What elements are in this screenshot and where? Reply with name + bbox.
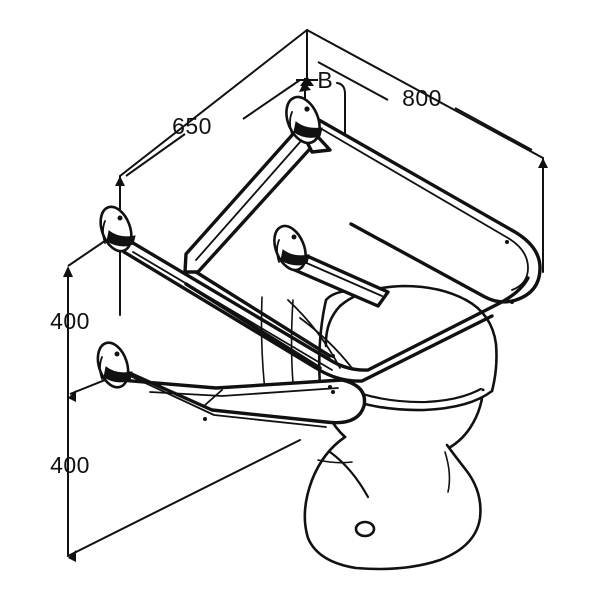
wall-left-top-edge <box>119 29 308 177</box>
lower-rail-highlight-upper <box>125 373 327 428</box>
rail-joint-mark-1 <box>505 240 509 244</box>
lower-rail-highlight-lower <box>149 387 339 397</box>
dim-800-leader-left <box>317 61 389 101</box>
flange-top-corner <box>285 95 323 145</box>
upper-rail-left-leg-highlight <box>195 132 309 261</box>
toilet-bowl-outline <box>324 284 498 393</box>
inner-loop-curve <box>287 299 341 369</box>
flange-middle <box>273 224 310 272</box>
toilet-base-crease-right <box>444 451 451 493</box>
flange-middle-shadow <box>280 249 310 266</box>
lower-rail-bend <box>204 389 223 406</box>
inner-loop-rails <box>184 270 353 370</box>
rail-joint-mark-3 <box>331 390 335 394</box>
dim-400-lower-arrow-bottom <box>68 550 76 562</box>
dim-650-arrow-left <box>115 176 125 186</box>
reference-callout-b: B <box>296 67 346 149</box>
flange-top-corner-neck <box>289 111 293 135</box>
toilet-base-shadow <box>317 459 353 464</box>
dim-800-label: 800 <box>402 85 442 111</box>
flange-upper-left <box>99 205 136 253</box>
dimension-vertical-chain: 400 400 <box>50 231 121 562</box>
ref-b-leader <box>336 82 346 149</box>
toilet-fixing-hole <box>354 520 376 538</box>
dim-400-upper-label: 400 <box>50 308 90 334</box>
dim-650-leader-right <box>242 79 301 120</box>
dim-800-leader-right <box>454 107 533 151</box>
toilet-base-crease-left <box>328 450 370 499</box>
flange-top-corner-screw <box>304 106 310 112</box>
middle-rail-branch-highlight <box>301 260 383 297</box>
wall-right-top-edge <box>306 29 544 159</box>
rail-joint-mark-2 <box>510 300 514 304</box>
inner-loop-lower <box>184 282 322 370</box>
upper-grab-rail <box>183 114 542 304</box>
inner-loop-upper <box>194 270 332 358</box>
rail-joint-mark-4 <box>203 417 207 421</box>
dim-400-lower-label: 400 <box>50 452 90 478</box>
dim-800-arrow-right <box>538 158 548 168</box>
middle-rail-lower-edge <box>122 250 494 383</box>
dim-400-upper-arrow-top <box>63 266 73 277</box>
flange-middle-screw <box>291 234 297 240</box>
dim-650-label: 650 <box>172 113 212 139</box>
upper-rail-right-leg <box>310 114 542 304</box>
flange-lower-left-screw <box>114 351 120 357</box>
toilet-pan <box>260 284 498 571</box>
ref-b-label: B <box>317 67 332 93</box>
dimension-800: 800 <box>317 61 548 178</box>
flange-lower-left <box>96 341 133 389</box>
inner-loop-mid <box>299 317 353 369</box>
lower-grab-rail <box>116 366 367 428</box>
wall-floor-diagonal <box>67 439 301 557</box>
toilet-pedestal <box>303 435 482 571</box>
rail-joint-marks <box>203 240 514 421</box>
flange-lower-left-shadow <box>103 366 133 383</box>
rail-joint-mark-5 <box>328 385 332 389</box>
flange-upper-left-shadow <box>106 230 136 247</box>
flange-upper-left-plate <box>99 205 133 253</box>
flange-lower-left-neck <box>99 356 103 380</box>
middle-rail-highlight <box>132 251 333 371</box>
flange-top-corner-shadow <box>293 121 323 138</box>
flange-upper-left-screw <box>117 215 123 221</box>
dim-650-leader-left <box>125 133 186 177</box>
dim-650-arrow-right <box>299 82 311 92</box>
flange-middle-neck <box>276 239 280 263</box>
rail-joint-mark-6 <box>331 354 335 358</box>
upper-rail-right-leg-highlight <box>319 127 529 291</box>
flange-upper-left-neck <box>102 220 106 244</box>
